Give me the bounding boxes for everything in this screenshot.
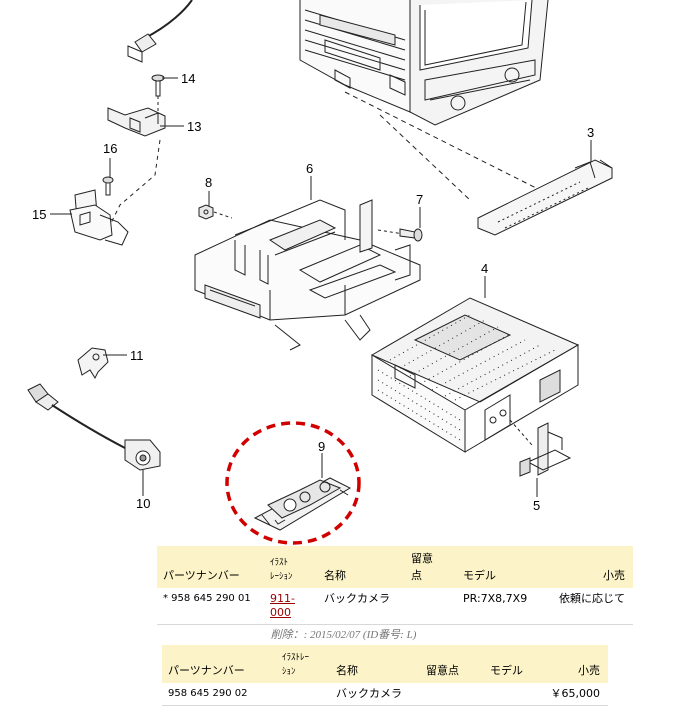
col-price: 小売 xyxy=(544,645,608,683)
part-10-camera-cable xyxy=(27,383,161,471)
highlight-circle xyxy=(225,421,361,545)
callout-6: 6 xyxy=(306,161,313,176)
table-header-row: パーツナンバー ｲﾗｽﾄﾚｰｼｮﾝ 名称 留意点 モデル 小売 xyxy=(162,645,608,683)
col-model: モデル xyxy=(484,645,544,683)
head-unit-illustration xyxy=(299,0,549,126)
callout-8: 8 xyxy=(205,175,212,190)
col-part-number: パーツナンバー xyxy=(162,645,276,683)
price-cell: 依頼に応じて xyxy=(549,588,633,625)
note-cell xyxy=(405,588,457,625)
part-3-bracket-strip xyxy=(477,159,613,236)
model-cell: PR:7X8,7X9 xyxy=(457,588,549,625)
part-6-mounting-frame xyxy=(194,199,421,351)
part-16-screw xyxy=(102,176,114,196)
part-7-screw xyxy=(377,228,423,242)
callout-9: 9 xyxy=(318,439,325,454)
illustration-link[interactable]: 911-000 xyxy=(270,592,295,619)
callout-11: 11 xyxy=(130,348,144,363)
illustration-cell: 911-000 xyxy=(264,588,318,625)
col-part-number: パーツナンバー xyxy=(157,546,264,588)
col-note: 留意点 xyxy=(405,546,457,588)
callout-15: 15 xyxy=(32,207,46,222)
part-number-cell: * 958 645 290 01 xyxy=(157,588,264,625)
part-13-bracket xyxy=(107,107,166,137)
table-row: * 958 645 290 01 911-000 バックカメラ PR:7X8,7… xyxy=(157,588,633,625)
callout-13: 13 xyxy=(187,119,201,134)
parts-table-deleted: パーツナンバー ｲﾗｽﾄﾚｰｼｮﾝ 名称 留意点 モデル 小売 958 645 … xyxy=(162,645,608,706)
col-note: 留意点 xyxy=(420,645,484,683)
name-cell: バックカメラ xyxy=(318,588,405,625)
col-illustration: ｲﾗｽﾄﾚｰｼｮﾝ xyxy=(276,645,330,683)
part-5-connector-bracket xyxy=(509,419,572,477)
part-8-nut xyxy=(198,204,233,220)
price-cell: ￥65,000 xyxy=(544,683,608,706)
table-row: 958 645 290 02 バックカメラ ￥65,000 xyxy=(162,683,608,706)
illustration-cell xyxy=(276,683,330,706)
col-name: 名称 xyxy=(330,645,420,683)
parts-table-current: パーツナンバー ｲﾗｽﾄﾚｰｼｮﾝ 名称 留意点 モデル 小売 * 958 64… xyxy=(157,546,633,625)
callout-4: 4 xyxy=(481,261,488,276)
exploded-parts-diagram: 14 13 16 15 8 6 7 3 4 11 9 5 10 xyxy=(27,0,613,545)
part-15-bracket xyxy=(69,189,129,246)
callout-10: 10 xyxy=(136,496,150,511)
callout-5: 5 xyxy=(533,498,540,513)
col-name: 名称 xyxy=(318,546,405,588)
part-9-rear-camera xyxy=(253,477,352,531)
name-cell: バックカメラ xyxy=(330,683,420,706)
col-price: 小売 xyxy=(549,546,633,588)
part-4-electronic-module xyxy=(370,297,580,453)
callout-3: 3 xyxy=(587,125,594,140)
col-model: モデル xyxy=(457,546,549,588)
table-header-row: パーツナンバー ｲﾗｽﾄﾚｰｼｮﾝ 名称 留意点 モデル 小売 xyxy=(157,546,633,588)
callout-16: 16 xyxy=(103,141,117,156)
callout-14: 14 xyxy=(181,71,195,86)
part-11-clip xyxy=(77,347,109,380)
deleted-note: 削除：: 2015/02/07 (ID番号: L) xyxy=(270,629,417,641)
part-14-screw xyxy=(151,74,165,112)
note-cell xyxy=(420,683,484,706)
col-illustration: ｲﾗｽﾄﾚｰｼｮﾝ xyxy=(264,546,318,588)
model-cell xyxy=(484,683,544,706)
callout-7: 7 xyxy=(416,192,423,207)
part-number-cell: 958 645 290 02 xyxy=(162,683,276,706)
